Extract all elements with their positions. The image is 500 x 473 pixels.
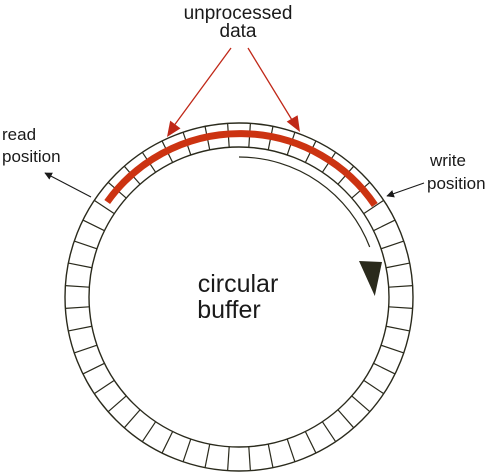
buffer-segment-divider: [204, 444, 211, 468]
buffer-segment-divider: [82, 362, 105, 375]
write-position-label-line2: position: [427, 174, 486, 193]
center-label-line1: circular: [198, 270, 279, 298]
buffer-inner-edge: [88, 146, 390, 448]
unprocessed-label-line2: data: [220, 21, 257, 42]
buffer-segment-divider: [68, 262, 92, 269]
buffer-segment-divider: [286, 438, 296, 462]
unprocessed-pointer-right-arrowhead: [286, 115, 300, 132]
buffer-segment-divider: [386, 325, 410, 332]
buffer-segment-divider: [123, 409, 141, 429]
buffer-segment-divider: [161, 431, 174, 454]
buffer-segment-divider: [74, 240, 98, 250]
buffer-segment-divider: [388, 285, 413, 288]
buffer-segment-divider: [227, 446, 230, 471]
buffer-segment-divider: [363, 199, 385, 215]
buffer-segment-divider: [267, 444, 274, 468]
buffer-segment-divider: [351, 395, 371, 413]
buffer-segment-divider: [82, 219, 105, 232]
buffer-segment-divider: [321, 421, 337, 443]
unprocessed-pointer-right: [247, 47, 293, 121]
write-position-label-line1: write: [429, 151, 466, 170]
buffer-segment-divider: [248, 446, 251, 471]
buffer-segment-divider: [65, 306, 90, 309]
buffer-segments: [65, 123, 413, 471]
buffer-outer-edge: [64, 122, 414, 472]
unprocessed-pointer-left: [173, 47, 232, 126]
center-label-line2: buffer: [197, 296, 260, 324]
direction-arrowhead: [359, 261, 382, 296]
buffer-segment-divider: [373, 219, 396, 232]
buffer-segment-divider: [182, 438, 192, 462]
read-position-label-line2: position: [2, 147, 61, 166]
unprocessed-label-line1: unprocessed: [184, 3, 293, 24]
buffer-segment-divider: [74, 344, 98, 354]
buffer-segment-divider: [107, 395, 127, 413]
buffer-segment-divider: [373, 362, 396, 375]
buffer-segment-divider: [93, 379, 115, 395]
write-position-arrow: [386, 182, 425, 198]
buffer-segment-divider: [337, 409, 355, 429]
buffer-segment-divider: [65, 285, 90, 288]
read-position-arrow: [44, 172, 92, 198]
buffer-segment-divider: [363, 379, 385, 395]
write-direction-arc: [238, 156, 371, 248]
buffer-segment-divider: [388, 306, 413, 309]
buffer-segment-divider: [68, 325, 92, 332]
buffer-segment-divider: [380, 344, 404, 354]
buffer-segment-divider: [93, 199, 115, 215]
unprocessed-pointer-left-arrowhead: [167, 120, 181, 137]
buffer-segment-divider: [304, 431, 317, 454]
buffer-segment-divider: [380, 240, 404, 250]
read-position-label-line1: read: [2, 125, 36, 144]
buffer-ring: [64, 122, 414, 472]
buffer-segment-divider: [386, 262, 410, 269]
unprocessed-data-arc: [104, 130, 378, 207]
buffer-segment-divider: [141, 421, 157, 443]
